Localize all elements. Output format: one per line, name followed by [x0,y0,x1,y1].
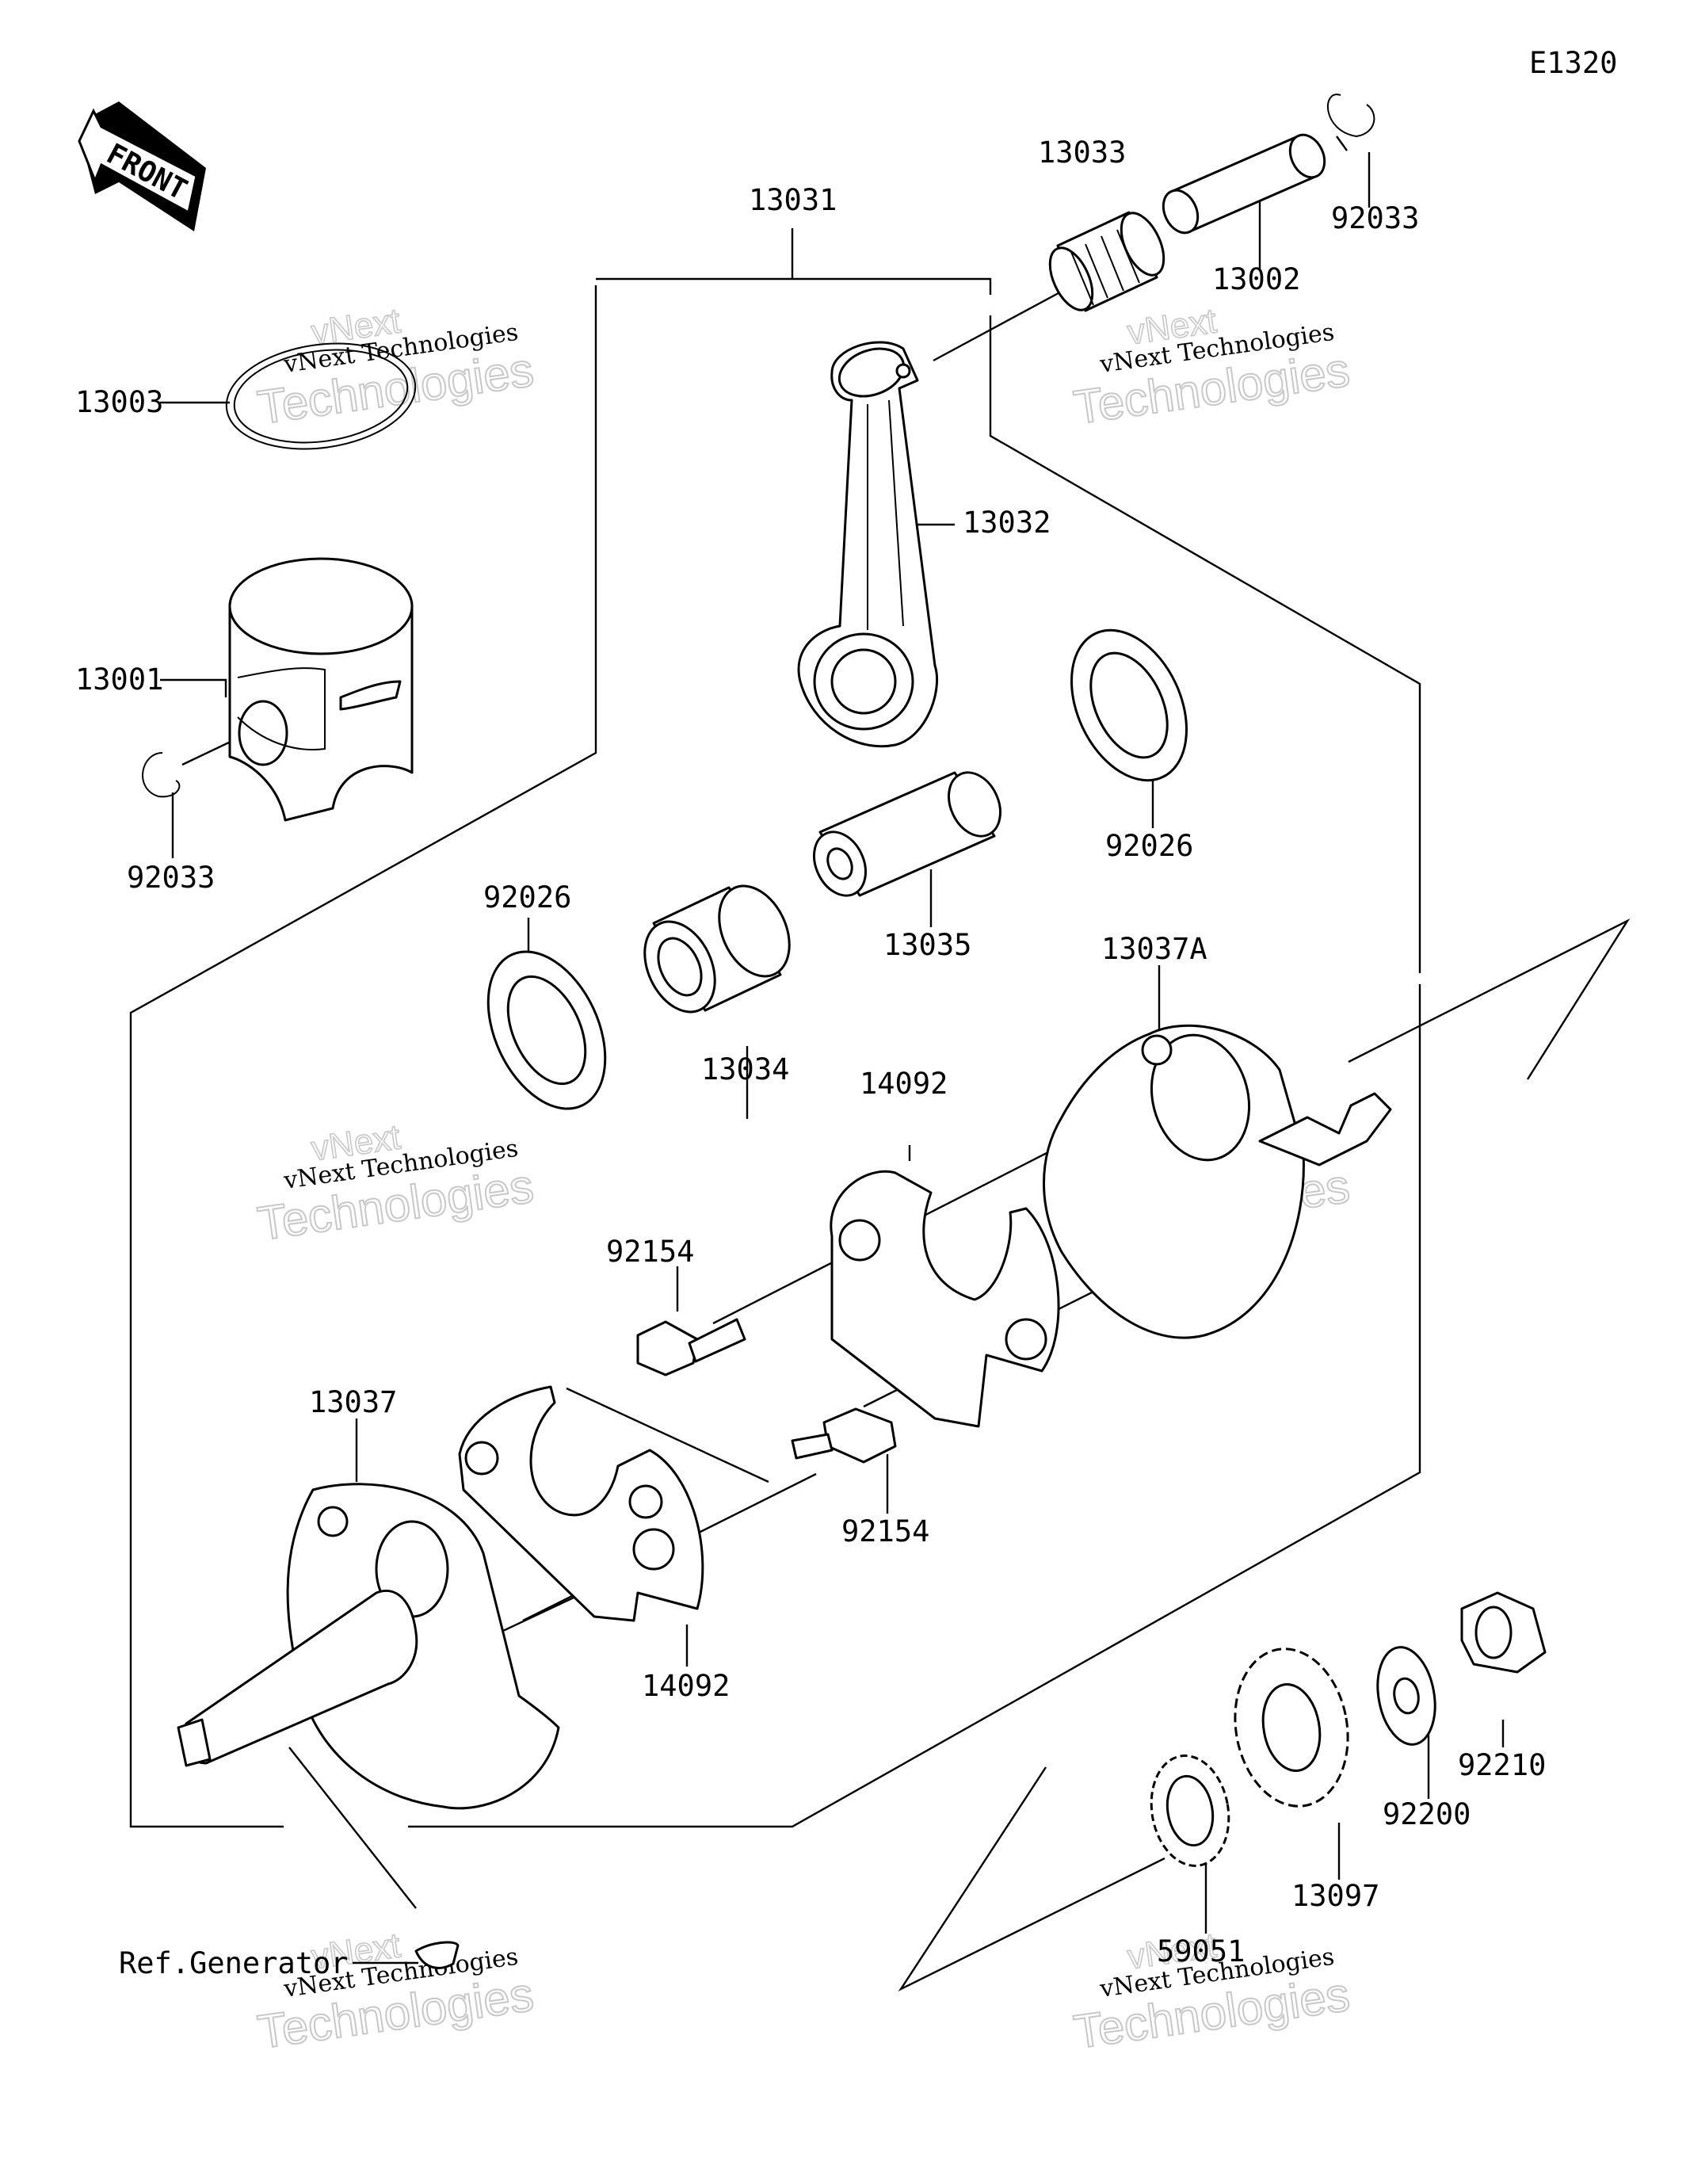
label-13037A: 13037A [1101,932,1207,966]
label-92210: 92210 [1458,1748,1546,1782]
label-92026-right: 92026 [1105,829,1193,863]
thrust-washer-right-icon [1070,628,1188,782]
washer-icon [1376,1646,1436,1746]
part-labels: 13031 13033 92033 13002 13003 13032 1300… [75,136,1546,1980]
piston-ring-icon [225,342,417,450]
gear-large-icon [1234,1648,1349,1808]
piston-pin-icon [1162,133,1326,235]
label-13034: 13034 [701,1052,789,1086]
front-arrow-icon: FRONT [78,101,206,231]
crankshaft-right-half-icon [1043,1024,1392,1339]
circlip-top-icon [1326,94,1375,138]
gear-small-icon [1150,1754,1230,1867]
counterweight-top-icon [830,1170,1060,1428]
crank-pin-icon [813,771,1001,897]
label-13035: 13035 [883,928,971,962]
label-14092-bottom: 14092 [642,1669,730,1703]
counterweight-bottom-icon [458,1385,704,1622]
label-13002: 13002 [1212,262,1300,296]
bolt-top-icon [636,1318,746,1376]
label-ref-generator: Ref.Generator [119,1946,349,1980]
label-92033-top: 92033 [1331,201,1419,235]
label-92200: 92200 [1383,1797,1471,1831]
needle-bearing-large-icon [643,884,791,1014]
thrust-washer-left-icon [486,950,607,1110]
label-13032: 13032 [963,506,1051,540]
label-13031: 13031 [749,183,837,217]
crankshaft-left-half-icon [177,1483,560,1810]
diagram-code: E1320 [1529,46,1617,80]
label-92033-left: 92033 [127,861,215,895]
bolt-bottom-icon [791,1407,897,1464]
label-13033: 13033 [1038,136,1126,170]
label-92154-top: 92154 [606,1235,694,1269]
label-14092-top: 14092 [860,1067,948,1101]
nut-icon [1460,1591,1547,1674]
label-92154-bottom: 92154 [841,1514,929,1548]
needle-bearing-small-icon [1048,211,1165,312]
connecting-rod-icon [797,341,939,748]
woodruff-key-icon [414,1941,460,1969]
label-13037: 13037 [309,1385,397,1419]
label-13001: 13001 [75,662,163,697]
label-13003: 13003 [75,385,163,419]
label-13097: 13097 [1291,1879,1379,1913]
piston-icon [228,557,414,822]
label-59051: 59051 [1157,1934,1245,1968]
circlip-left-icon [142,752,181,798]
label-92026-left: 92026 [483,880,571,914]
